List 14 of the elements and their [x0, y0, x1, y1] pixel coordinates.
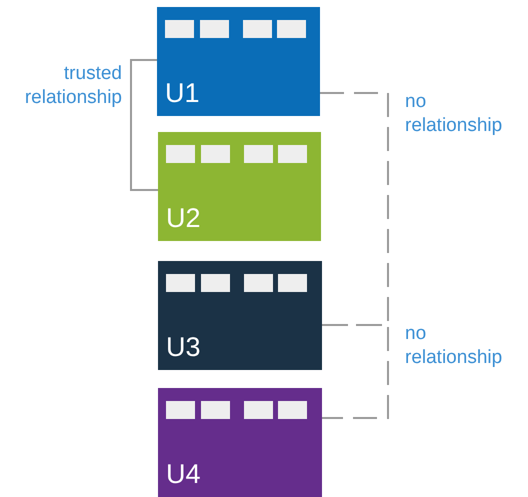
- user-box: [158, 261, 322, 370]
- edge-label: trusted relationship: [24, 62, 122, 110]
- bracket-connector: [322, 324, 389, 419]
- bracket-connector: [320, 92, 389, 326]
- user-label: U1: [165, 78, 200, 108]
- user-box: [158, 388, 322, 497]
- user-box: [157, 7, 320, 116]
- user-label: U2: [166, 203, 201, 233]
- user-label: U4: [166, 459, 201, 489]
- edge-label: no relationship: [405, 322, 504, 370]
- edge-label: no relationship: [405, 90, 504, 138]
- user-box: [158, 132, 321, 241]
- user-label: U3: [166, 332, 201, 362]
- bracket-connector: [130, 59, 158, 191]
